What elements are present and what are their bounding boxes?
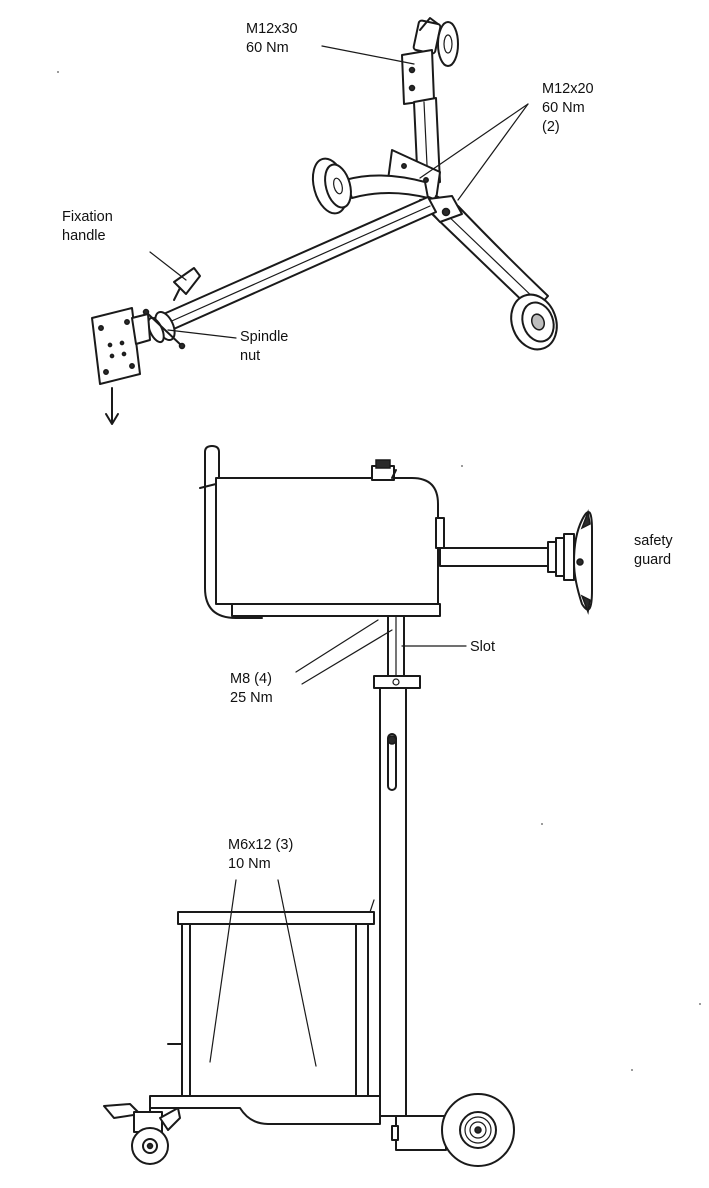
label-slot: Slot [470, 638, 495, 657]
label-spindle-nut: Spindle nut [240, 328, 288, 366]
scan-specks [57, 71, 701, 1071]
label-spindle-line1: Spindle [240, 329, 289, 345]
leader-lines-bottom [209, 619, 467, 1067]
label-slot-line1: Slot [470, 639, 495, 655]
trolley-base [91, 17, 558, 425]
side-view-unit [103, 445, 593, 1167]
label-safety-line1: safety [634, 533, 673, 549]
label-m8-line1: M8 (4) [230, 671, 272, 687]
label-m12x30-line1: M12x30 [246, 21, 298, 37]
label-m12x20: M12x20 60 Nm (2) [542, 80, 594, 137]
label-m8-line2: 25 Nm [230, 690, 273, 706]
top-caster [412, 17, 459, 67]
label-m12x20-line2: 60 Nm [542, 100, 585, 116]
label-fixation-line2: handle [62, 228, 106, 244]
leader-lines-top [149, 45, 529, 339]
label-m12x20-line3: (2) [542, 119, 560, 135]
label-m6x12: M6x12 (3) 10 Nm [228, 836, 293, 874]
label-m8: M8 (4) 25 Nm [230, 670, 273, 708]
label-fixation-handle: Fixation handle [62, 208, 113, 246]
label-m6x12-line2: 10 Nm [228, 856, 271, 872]
label-m12x20-line1: M12x20 [542, 81, 594, 97]
label-safety-line2: guard [634, 552, 672, 568]
label-spindle-line2: nut [240, 348, 261, 364]
label-fixation-line1: Fixation [62, 209, 113, 225]
label-m6x12-line1: M6x12 (3) [228, 837, 294, 853]
label-safety-guard: safety guard [634, 532, 673, 570]
label-m12x30: M12x30 60 Nm [246, 20, 298, 58]
label-m12x30-line2: 60 Nm [246, 40, 289, 56]
